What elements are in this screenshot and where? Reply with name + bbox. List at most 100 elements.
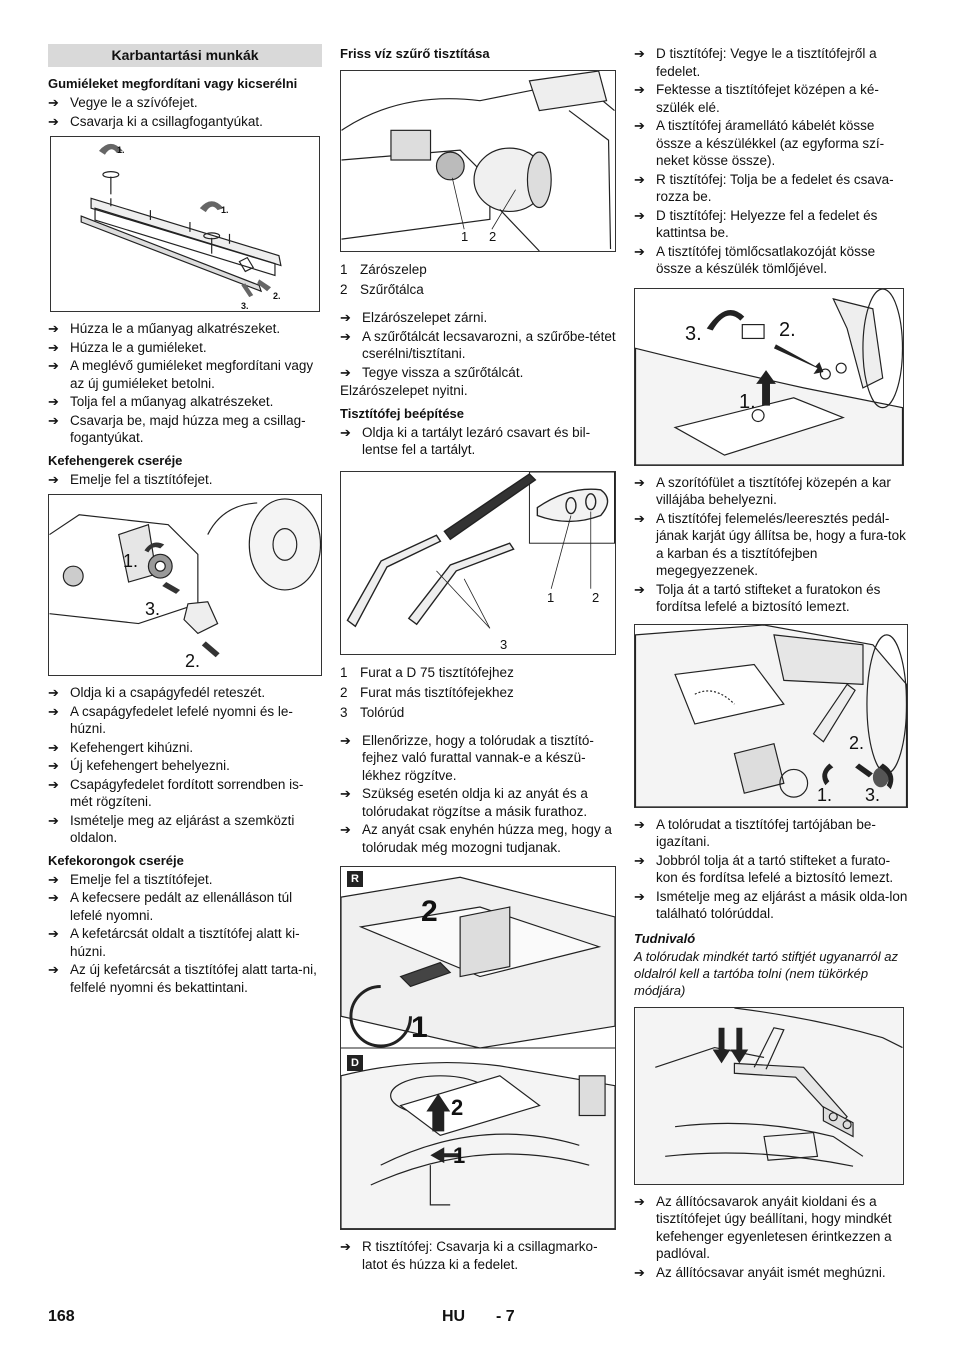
step: ➔Tegye vissza a szűrőtálcát. <box>340 364 524 380</box>
step: ➔Ellenőrizze, hogy a tolórudak a tisztít… <box>340 732 594 783</box>
figure-pins <box>634 1006 904 1185</box>
step: ➔Jobbról tolja át a tartó stifteket a fu… <box>634 852 894 886</box>
step: ➔Elzárószelepet zárni. <box>340 310 488 325</box>
arrow-icon: ➔ <box>48 776 59 792</box>
step: ➔R tisztítófej: Csavarja ki a csillagmar… <box>340 1239 598 1272</box>
figure-label: 1. <box>221 205 229 215</box>
step: ➔Kefehengert kihúzni. <box>48 739 194 755</box>
step: ➔Oldja ki a tartályt lezáró csavart és b… <box>340 424 591 458</box>
figure-label: 2 <box>421 895 438 928</box>
arrow-icon: ➔ <box>340 822 351 837</box>
step: ➔A csapágyfedelet lefelé nyomni és le-hú… <box>48 703 293 737</box>
note-text: A tolórudak mindkét tartó stiftjét ugyan… <box>634 948 898 998</box>
figure-brush-roller: 1. 3. 2. <box>48 494 322 676</box>
step: ➔Oldja ki a csapágyfedél reteszét. <box>48 685 266 700</box>
arrow-icon: ➔ <box>48 812 59 828</box>
arrow-icon: ➔ <box>340 732 351 748</box>
cover-removal-illustration <box>341 876 615 1229</box>
step: ➔A tisztítófej felemelés/leeresztés pedá… <box>634 510 906 579</box>
step: ➔Emelje fel a tisztítófejet. <box>48 871 213 887</box>
figure-label: 2. <box>779 318 796 341</box>
step: ➔A szűrőtálcát lecsavarozni, a szűrőbe-t… <box>340 328 616 362</box>
step: ➔Szükség esetén oldja ki az anyát és a t… <box>340 786 588 819</box>
figure-label: 3. <box>241 301 249 311</box>
page-number: 168 <box>48 1308 75 1325</box>
heading-head-install: Tisztítófej beépítése <box>340 405 465 421</box>
step: ➔Az állítócsavar anyáit ismét meghúzni. <box>634 1264 886 1280</box>
squeegee-illustration <box>80 143 282 298</box>
step: ➔Húzza le a gumiéleket. <box>48 339 207 355</box>
arrow-icon: ➔ <box>48 871 59 887</box>
figure-label: 2 <box>592 589 600 605</box>
water-filter-illustration <box>341 71 615 251</box>
arrow-icon: ➔ <box>634 207 645 223</box>
step: ➔Ismételje meg az eljárást a szemközti o… <box>48 812 295 846</box>
step: ➔Vegye le a szívófejet. <box>48 95 198 110</box>
arrow-icon: ➔ <box>48 321 59 336</box>
figure-label: 1. <box>817 784 833 805</box>
step: ➔A szorítófület a tisztítófej közepén a … <box>634 474 891 508</box>
sub-page-number: - 7 <box>496 1308 515 1325</box>
arrow-icon: ➔ <box>634 852 645 868</box>
step: ➔Az új kefetárcsát a tisztítófej alatt t… <box>48 962 317 995</box>
arrow-icon: ➔ <box>48 339 59 355</box>
figure-label: 1 <box>461 229 469 244</box>
figure-label: 2. <box>185 651 201 671</box>
heading-brush-discs: Kefekorongok cseréje <box>48 852 184 868</box>
arrow-icon: ➔ <box>634 171 645 187</box>
figure-label: 3. <box>865 784 881 805</box>
figure-label: 2. <box>273 291 281 301</box>
figure-label: 1. <box>739 390 756 413</box>
step: ➔Az állítócsavarok anyáit kioldani és a … <box>634 1193 892 1262</box>
step: ➔Tolja át a tartó stifteket a furatokon … <box>634 581 881 615</box>
note-heading: Tudnivaló <box>634 930 696 946</box>
step: ➔Csavarja be, majd húzza meg a csillag-f… <box>48 412 306 446</box>
figure-label: 1. <box>123 551 139 571</box>
arrow-icon: ➔ <box>634 888 645 904</box>
step: ➔Húzza le a műanyag alkatrészeket. <box>48 321 281 336</box>
arrow-icon: ➔ <box>340 310 351 325</box>
step: ➔A kefecsere pedált az ellenálláson túl … <box>48 890 293 923</box>
figure-squeegee: 1. 1. 2. 3. <box>50 136 320 312</box>
arrow-icon: ➔ <box>48 358 59 373</box>
arrow-icon: ➔ <box>48 685 59 700</box>
pins-illustration <box>635 1007 903 1184</box>
arrow-icon: ➔ <box>634 46 645 61</box>
variant-badge-d: D <box>347 1055 363 1071</box>
push-rods-illustration <box>346 471 615 629</box>
step: ➔R tisztítófej: Tolja be a fedelet és cs… <box>634 171 894 205</box>
arrow-icon: ➔ <box>340 786 351 801</box>
arrow-icon: ➔ <box>48 412 59 428</box>
step: ➔Az anyát csak enyhén húzza meg, hogy a … <box>340 822 612 855</box>
plain-text: Elzárószelepet nyitni. <box>340 383 468 398</box>
figure-label: 3. <box>685 322 702 345</box>
arrow-icon: ➔ <box>634 474 645 490</box>
arrow-icon: ➔ <box>634 816 645 832</box>
arrow-icon: ➔ <box>48 471 59 487</box>
page-footer: 168 HU - 7 <box>48 1308 908 1328</box>
figure-label: 1 <box>453 1143 466 1168</box>
step: ➔Fektesse a tisztítófejet középen a ké-s… <box>634 82 879 115</box>
arrow-icon: ➔ <box>340 328 351 344</box>
heading-squeegee: Gumiéleket megfordítani vagy kicserélni <box>48 76 298 91</box>
arrow-icon: ➔ <box>634 118 645 133</box>
figure-cover-removal: R 2 1 D 2 1 <box>340 866 616 1230</box>
figure-label: 2 <box>489 229 497 244</box>
push-rod-mount-illustration <box>635 624 907 807</box>
figure-label: 1 <box>411 1011 428 1044</box>
step: ➔A meglévő gumiéleket megfordítani vagy … <box>48 358 314 391</box>
arrow-icon: ➔ <box>634 243 645 259</box>
figure-bracket: 3. 2. 1. <box>634 287 904 466</box>
arrow-icon: ➔ <box>340 424 351 440</box>
step: ➔A tolórudat a tisztítófej tartójában be… <box>634 816 876 850</box>
arrow-icon: ➔ <box>48 758 59 773</box>
step: ➔Ismételje meg az eljárást a másik olda-… <box>634 888 908 922</box>
figure-water-filter: 1 2 <box>340 70 616 252</box>
step: ➔Csavarja ki a csillagfogantyúkat. <box>48 113 263 129</box>
figure-label: 1. <box>117 145 125 155</box>
arrow-icon: ➔ <box>48 95 59 110</box>
